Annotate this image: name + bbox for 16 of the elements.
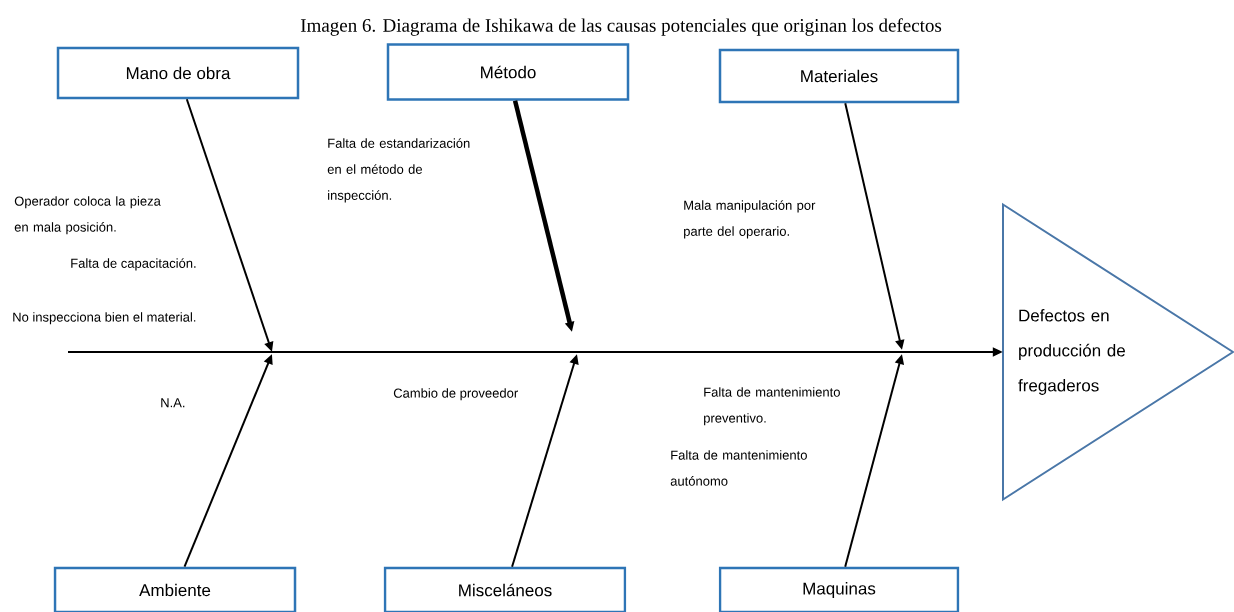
cause-text: No inspecciona bien el material. bbox=[13, 312, 196, 325]
cause-text: Falta de estandarización en el método de inspección. bbox=[327, 138, 470, 203]
category-box: Ambiente bbox=[53, 566, 297, 612]
category-box: Materiales bbox=[718, 48, 960, 104]
cause-text: Falta de mantenimiento autónomo bbox=[670, 450, 807, 486]
category-box: Maquinas bbox=[718, 566, 960, 612]
cause-text: Cambio de proveedor bbox=[393, 388, 518, 401]
title: Imagen 6. Diagrama de Ishikawa de las causas potenciales que originan los defectos bbox=[300, 18, 942, 36]
category-box: Método bbox=[386, 43, 630, 101]
cause-text: Falta de capacitación. bbox=[71, 258, 196, 271]
category-box: Mano de obra bbox=[56, 46, 300, 100]
category-box: Misceláneos bbox=[383, 566, 627, 612]
cause-text: N.A. bbox=[161, 398, 185, 408]
cause-text: Operador coloca la pieza en mala posición. bbox=[14, 196, 161, 235]
cause-text: Falta de mantenimiento preventivo. bbox=[704, 387, 840, 426]
cause-text: Mala manipulación por parte del operario. bbox=[684, 200, 816, 239]
